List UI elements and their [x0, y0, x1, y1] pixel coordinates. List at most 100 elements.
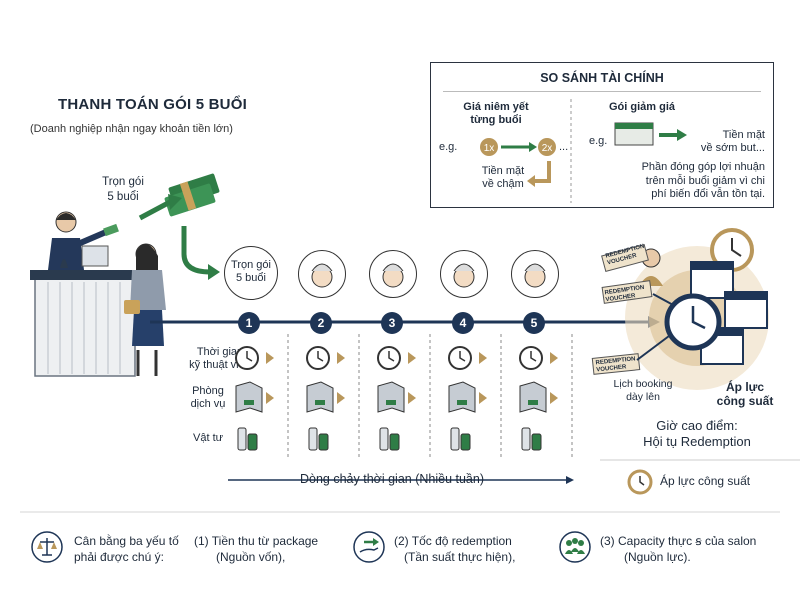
finance-comparison-box: SO SÁNH TÀI CHÍNH Giá niêm yết từng buổi… [430, 62, 774, 208]
clock-icon [235, 346, 274, 370]
factor-2: (2) Tốc độ redemption (Tần suất thực hiệ… [394, 533, 515, 565]
hand-coin-icon [353, 531, 385, 563]
discount-card-icon [614, 122, 654, 146]
reception-illustration [30, 173, 220, 377]
factor-1: (1) Tiền thu từ package (Nguồn vốn), [194, 533, 318, 565]
row-room-line2: dịch vụ [190, 398, 226, 410]
people-icon [559, 531, 591, 563]
step-start-circle: Trọn gói 5 buổi [224, 246, 278, 300]
step-node-2: 2 [310, 312, 332, 334]
peak-hours-label: Giờ cao điểm: Hội tụ Redemption [612, 418, 782, 450]
discount-heading: Gói giảm giá [609, 101, 676, 113]
legend-capacity-pressure: Áp lực công suất [660, 474, 751, 488]
balance-line2: phải được chú ý: [74, 550, 164, 564]
finance-graphics: 1x 2x [480, 99, 687, 203]
booking-dense-label: Lịch booking dày lên [612, 378, 674, 404]
room-icon [235, 381, 274, 413]
scale-icon [31, 531, 63, 563]
room-icon [448, 381, 487, 413]
booking-line2: dày lên [626, 391, 660, 403]
supplies-icon [521, 427, 542, 451]
factor-2-line2: (Tần suất thực hiện), [404, 550, 516, 564]
pressure-line1: Áp lực [725, 380, 765, 394]
peak-line1: Giờ cao điểm: [656, 418, 738, 433]
slow-cash-line2: về chậm [482, 178, 524, 190]
clock-icon [627, 469, 653, 495]
room-icon [306, 381, 345, 413]
supplies-icon [450, 427, 471, 451]
factor-2-line1: (2) Tốc độ redemption [394, 534, 512, 548]
svg-text:1x: 1x [484, 143, 495, 154]
margin-note: Phần đóng góp lợi nhuận trên mỗi buổi gi… [581, 161, 765, 202]
factor-1-line1: (1) Tiền thu từ package [194, 534, 319, 548]
row-label-tech-time: Thời gian kỹ thuật viên [180, 346, 260, 372]
supplies-icon [237, 427, 258, 451]
right-eg: e.g. [589, 135, 608, 147]
early-cash-line2: về sớm but... [700, 142, 765, 154]
margin-note-line1: Phần đóng góp lợi nhuận [641, 161, 765, 173]
factor-3-line1: (3) Capacity thực ꞩ của salon [600, 534, 757, 548]
coin-1x-icon: 1x [480, 138, 498, 156]
clock-icon [377, 346, 416, 370]
room-icon [519, 381, 558, 413]
slow-cash-line1: Tiền mặt [481, 165, 525, 177]
main-title: THANH TOÁN GÓI 5 BUỔI [58, 96, 247, 113]
clock-icon [448, 346, 487, 370]
listed-price-heading: Giá niêm yết từng buổi [441, 101, 551, 127]
package-label-line1: Trọn gói [102, 176, 144, 188]
step-node-3: 3 [381, 312, 403, 334]
row-tech-line1: Thời gian [196, 346, 244, 358]
svg-text:2x: 2x [542, 143, 553, 154]
factor-3: (3) Capacity thực ꞩ của salon (Nguồn lực… [600, 533, 756, 565]
step-node-1: 1 [238, 312, 260, 334]
supplies-icon [379, 427, 400, 451]
peak-cluster [591, 228, 769, 390]
step-start-line2: 5 buổi [236, 272, 266, 284]
finance-divider [443, 91, 761, 92]
step-start-line1: Trọn gói [231, 259, 271, 271]
listed-price-heading-line2: từng buổi [470, 114, 522, 126]
fast-arrow-icon [677, 129, 687, 141]
finance-title: SO SÁNH TÀI CHÍNH [540, 71, 664, 85]
calendar-icon [690, 261, 768, 365]
row-room-line1: Phòng [192, 385, 224, 397]
margin-note-line3: phí biến đổi vẫn tồn tại. [651, 188, 765, 200]
supplies-icon [308, 427, 329, 451]
balance-text: Cân bằng ba yếu tố phải được chú ý: [74, 533, 179, 565]
slow-cash-note: Tiền mặt về chậm [473, 165, 533, 191]
step-node-5: 5 [523, 312, 545, 334]
early-cash-note: Tiền mặt về sớm but... [683, 129, 765, 155]
face-icon [511, 250, 559, 298]
factor-1-line2: (Nguồn vốn), [216, 550, 286, 564]
row-tech-line2: kỹ thuật viên [189, 359, 251, 371]
clock-icon [519, 346, 558, 370]
left-ellipsis: ... [559, 141, 569, 153]
voucher-icon [591, 243, 653, 375]
package-label-line2: 5 buổi [107, 191, 139, 203]
booking-line1: Lịch booking [613, 378, 673, 390]
face-icon [440, 250, 488, 298]
row-label-supplies: Vật tư [193, 432, 223, 444]
left-eg: e.g. [439, 141, 458, 153]
clock-icon [306, 346, 345, 370]
room-icon [377, 381, 416, 413]
row-label-room: Phòng dịch vụ [168, 385, 248, 411]
margin-note-line2: trên mỗi buổi giảm vì chi [645, 174, 765, 187]
resource-icon-grid [235, 346, 558, 451]
coin-2x-icon: 2x [538, 138, 556, 156]
package-label: Trọn gói 5 buổi [88, 175, 158, 205]
capacity-pressure-label: Áp lực công suất [700, 380, 790, 408]
listed-price-heading-line1: Giá niêm yết [463, 101, 529, 113]
face-icon [298, 250, 346, 298]
step-start-label: Trọn gói 5 buổi [225, 259, 277, 285]
pressure-line2: công suất [716, 394, 774, 408]
main-subtitle: (Doanh nghiệp nhận ngay khoản tiền lớn) [30, 123, 233, 135]
clock-icon [664, 293, 722, 351]
factor-3-line2: (Nguồn lực). [624, 550, 691, 564]
early-cash-line1: Tiền mặt [722, 129, 765, 141]
peak-line2: Hội tụ Redemption [643, 434, 751, 449]
balance-line1: Cân bằng ba yếu tố [74, 534, 179, 548]
step-node-4: 4 [452, 312, 474, 334]
slow-arrow-icon [535, 161, 551, 183]
flow-label: Dòng chảy thời gian (Nhiều tuần) [300, 472, 484, 486]
